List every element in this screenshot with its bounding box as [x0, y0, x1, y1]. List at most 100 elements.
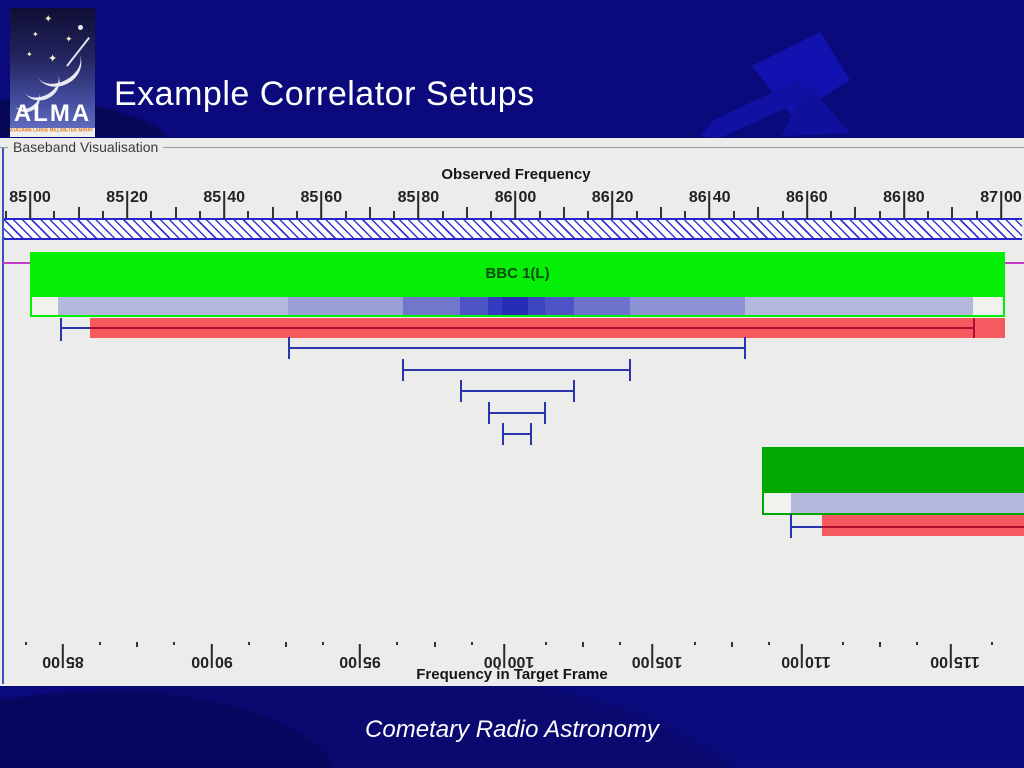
top-ruler-tick — [198, 211, 201, 218]
ruler-label-part: 00 — [518, 189, 537, 206]
bb1-filter-centerline — [90, 327, 975, 329]
ruler-label-part: 20 — [615, 189, 634, 206]
bottom-ruler-tick — [470, 642, 473, 645]
ruler-label-part: 86 — [688, 189, 707, 206]
bb1-left-bracket-tick — [60, 318, 62, 341]
ruler-label-part — [1000, 191, 1002, 219]
bb2-filter-bar[interactable] — [822, 515, 1024, 536]
zoom-bracket-5-line[interactable] — [503, 433, 531, 435]
bb1-filter-endtick — [973, 318, 975, 338]
top-ruler-tick — [53, 211, 56, 218]
top-ruler-tick — [951, 207, 954, 218]
top-ruler-tick — [732, 211, 735, 218]
ruler-label-part: 00 — [929, 653, 948, 670]
ruler-label-part: 115 — [953, 653, 980, 670]
logo-wordmark: ALMA — [13, 100, 92, 127]
bb1-spectrum-seg — [574, 297, 630, 315]
bb1-spectrum-seg — [545, 297, 574, 315]
bottom-ruler-tick — [879, 642, 882, 647]
bottom-ruler-tick — [619, 642, 622, 645]
ruler-label-part: 00 — [33, 189, 51, 206]
bb1-baseband-bar-label: BBC 1(L) — [485, 265, 550, 282]
top-ruler-tick — [77, 207, 80, 218]
bottom-ruler-tick — [433, 642, 436, 647]
zoom-bracket-4-right-tick — [544, 402, 546, 424]
bottom-ruler-tick — [24, 642, 27, 645]
ruler-label-part: 90 — [214, 653, 233, 670]
ruler-label-part: 80 — [906, 189, 925, 206]
bb1-spectrum-seg — [58, 297, 288, 315]
top-ruler-tick — [247, 211, 250, 218]
bb1-baseband-bar[interactable]: BBC 1(L) — [30, 252, 1005, 295]
antenna-silhouette — [700, 32, 850, 138]
ruler-label-part: 00 — [42, 653, 60, 670]
ruler-label-part: 110 — [804, 653, 831, 670]
bottom-ruler-tick — [284, 642, 287, 647]
bottom-ruler-tick — [322, 642, 325, 645]
ruler-label-part: 85 — [106, 189, 125, 206]
top-ruler-label: 85 80 — [397, 188, 440, 219]
bb1-spectrum-seg — [630, 297, 745, 315]
zoom-bracket-4-line[interactable] — [489, 412, 545, 414]
bottom-ruler-label: 110 00 — [781, 644, 831, 671]
ruler-label-part: 80 — [421, 189, 440, 206]
frequency-coverage-band — [3, 218, 1022, 240]
ruler-label-part: 86 — [883, 189, 901, 206]
top-ruler-tick — [635, 211, 638, 218]
top-ruler-tick — [490, 211, 493, 218]
zoom-bracket-3-right-tick — [573, 380, 575, 402]
bottom-ruler-tick — [396, 642, 399, 645]
ruler-label-part: 85 — [300, 189, 319, 206]
ruler-label-part: 00 — [190, 653, 209, 670]
top-ruler-tick — [271, 207, 274, 218]
bottom-ruler-tick — [582, 642, 585, 647]
ruler-label-part: 100 — [507, 653, 535, 670]
top-ruler-tick — [563, 207, 566, 218]
top-ruler-label: 86 00 — [494, 188, 537, 219]
ruler-label-part — [651, 644, 654, 668]
top-ruler-tick — [878, 211, 881, 218]
ruler-label-part: 60 — [324, 189, 343, 206]
ruler-label-part: 86 — [494, 189, 513, 206]
ruler-label-part — [611, 191, 614, 219]
bottom-ruler-tick — [247, 642, 250, 645]
star-icon: ✦ — [48, 53, 58, 65]
zoom-bracket-1-right-tick — [744, 337, 746, 359]
zoom-bracket-5-right-tick — [530, 423, 532, 445]
top-axis-title: Observed Frequency — [441, 166, 591, 183]
bb2-left-bracket-line — [790, 526, 822, 528]
top-ruler-tick — [781, 211, 784, 218]
top-ruler-tick — [296, 211, 299, 218]
star-icon: ✦ — [26, 50, 33, 59]
zoom-bracket-3-line[interactable] — [461, 390, 574, 392]
bb1-spectrum-seg — [745, 297, 973, 315]
ruler-label-part — [800, 644, 803, 668]
bottom-ruler-tick — [99, 642, 102, 645]
ruler-label-part: 00 — [781, 653, 799, 670]
ruler-label-part — [503, 644, 506, 668]
top-ruler-tick — [757, 207, 760, 218]
ruler-label-part: 85 — [9, 189, 27, 206]
bb2-baseband-bar[interactable] — [762, 447, 1024, 491]
bb1-spectrum-seg — [460, 297, 488, 315]
top-ruler-tick — [684, 211, 687, 218]
bottom-axis-title: Frequency in Target Frame — [416, 666, 608, 683]
top-ruler-label: 85 60 — [300, 188, 343, 219]
zoom-bracket-2-line[interactable] — [403, 369, 630, 371]
slide-title: Example Correlator Setups — [114, 74, 535, 113]
top-ruler-tick — [660, 207, 663, 218]
zoom-bracket-1-line[interactable] — [289, 347, 745, 349]
ruler-label-part: 00 — [339, 653, 358, 670]
ruler-label-part: 86 — [786, 189, 804, 206]
bb1-spectrum-seg — [288, 297, 403, 315]
top-ruler-tick — [587, 211, 590, 218]
ruler-label-part: 85 — [397, 189, 416, 206]
